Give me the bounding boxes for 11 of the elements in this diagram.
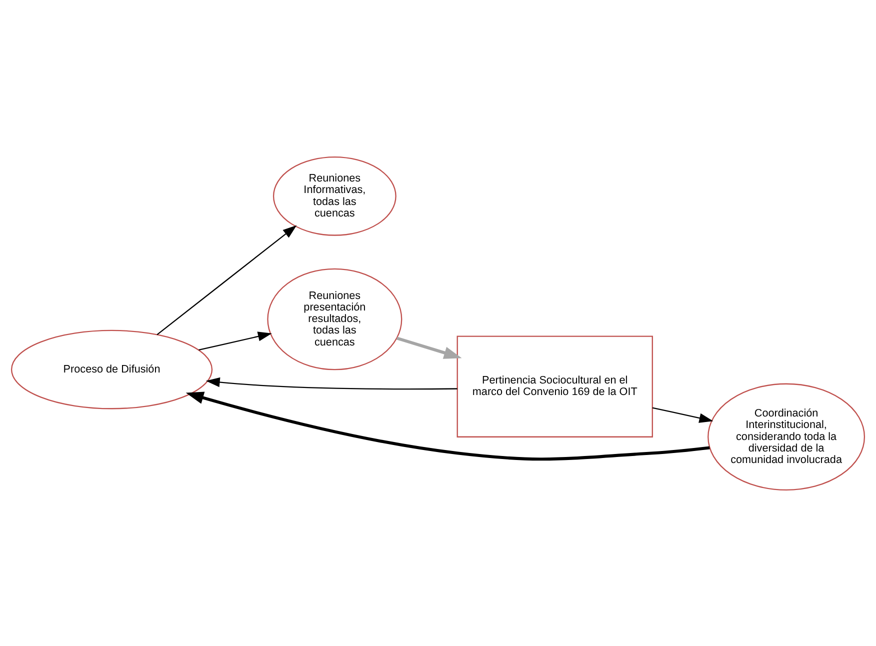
arrow bbox=[206, 376, 458, 390]
arrow bbox=[156, 224, 297, 335]
node-ellipse: Reuniones presentación resultados, todas las cuencas bbox=[267, 268, 402, 370]
arrow bbox=[186, 391, 710, 460]
node-box: Pertinencia Sociocultural en el marco del Convenio 169 de la OIT bbox=[456, 335, 653, 437]
arrow bbox=[396, 336, 462, 358]
node-ellipse: Proceso de Difusión bbox=[10, 329, 213, 409]
node-ellipse: Reuniones Informativas, todas las cuencas bbox=[272, 156, 396, 236]
arrow bbox=[198, 331, 272, 350]
node-ellipse: Coordinación Interinstitucional, considerando toda la diversidad de la comunidad involucrada bbox=[708, 382, 866, 490]
arrow bbox=[652, 406, 714, 422]
